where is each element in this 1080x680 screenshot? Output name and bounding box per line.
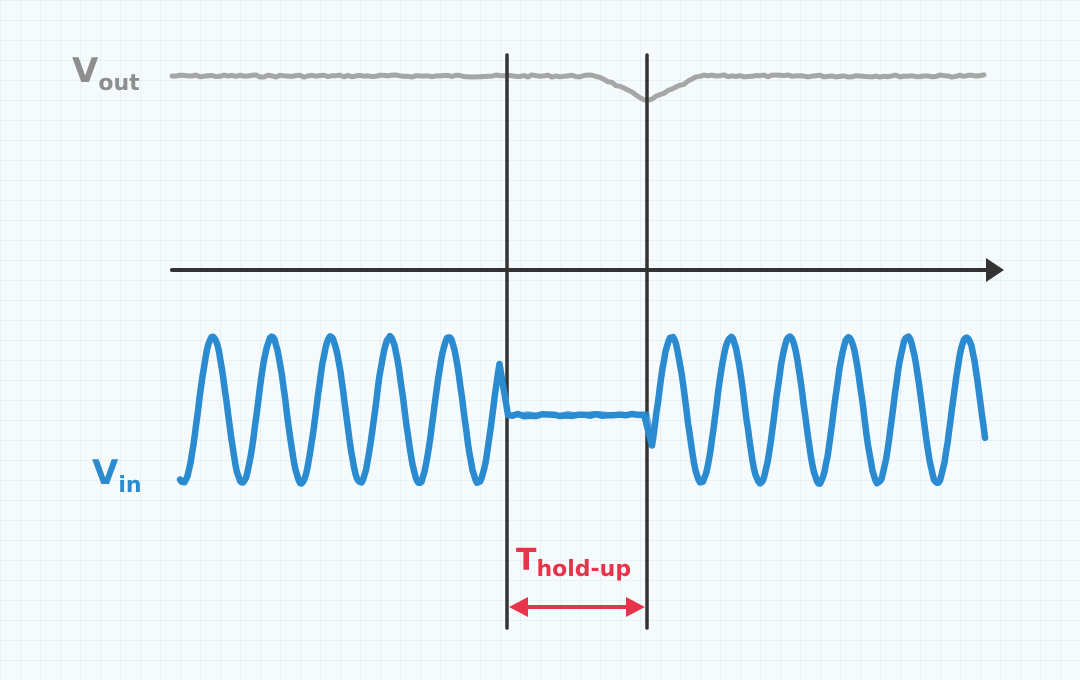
time-axis-arrowhead xyxy=(986,258,1004,282)
hold-up-label-main: T xyxy=(516,543,537,578)
hold-up-label-subscript: hold-up xyxy=(536,557,632,582)
vout-label-main: V xyxy=(72,51,99,91)
vin-label-subscript: in xyxy=(118,473,142,498)
vout-label-subscript: out xyxy=(98,71,140,96)
hold-up-time-label: Thold-up xyxy=(516,543,631,581)
vin-waveform xyxy=(176,332,989,487)
vin-label: Vin xyxy=(92,453,142,497)
vout-waveform xyxy=(169,72,987,103)
vin-waveform-sketch-stroke xyxy=(180,334,984,486)
vin-label-main: V xyxy=(92,453,119,493)
vout-label: Vout xyxy=(72,51,140,95)
hold-up-arrowhead-left xyxy=(509,597,528,617)
hold-up-arrowhead-right xyxy=(626,597,645,617)
